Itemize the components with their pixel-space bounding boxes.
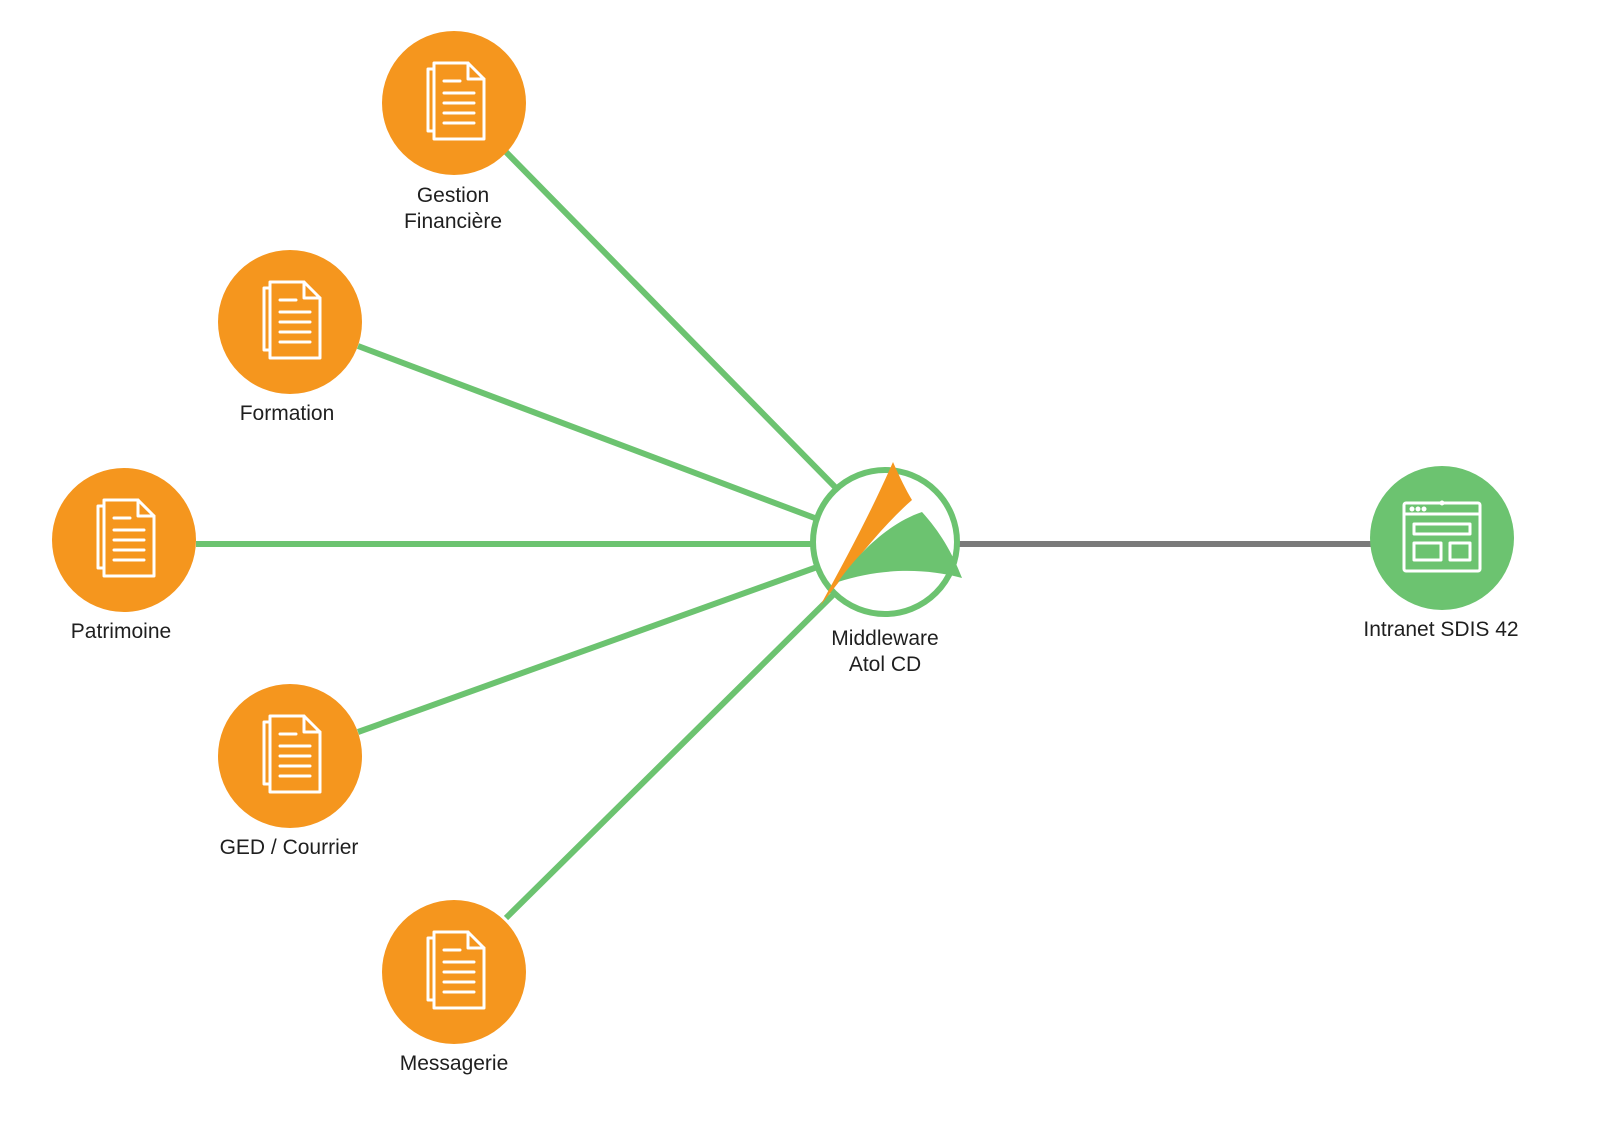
target-label: Intranet SDIS 42 [1363, 618, 1518, 641]
hub-label: Atol CD [849, 653, 921, 676]
document-icon [426, 61, 486, 141]
node-label: Patrimoine [71, 620, 171, 643]
connector-ged-courrier [356, 563, 822, 735]
document-icon [96, 498, 156, 578]
node-label: Gestion [417, 184, 489, 207]
document-icon [426, 930, 486, 1010]
source-node-messagerie: Messagerie [382, 900, 526, 1075]
node-label: Financière [404, 210, 502, 233]
document-icon [262, 714, 322, 794]
hub-label: Middleware [831, 627, 938, 650]
source-node-ged-courrier: GED / Courrier [218, 684, 362, 859]
connector-gestion-financiere [503, 149, 841, 493]
connectors [196, 149, 1372, 921]
document-icon [262, 280, 322, 360]
connector-formation [356, 343, 822, 523]
target-node-intranet: Intranet SDIS 42 [1363, 466, 1519, 641]
node-circle [1370, 466, 1514, 610]
atol-cd-logo-icon [820, 462, 962, 606]
node-label: Formation [240, 402, 335, 425]
source-node-patrimoine: Patrimoine [52, 468, 196, 643]
connector-messagerie [503, 587, 841, 921]
source-node-gestion-financiere: Gestion Financière [382, 31, 526, 233]
source-node-formation: Formation [218, 250, 362, 425]
node-label: Messagerie [400, 1052, 509, 1075]
node-label: GED / Courrier [220, 836, 359, 859]
hub-node-middleware: Middleware Atol CD [810, 462, 962, 676]
browser-window-icon [1402, 500, 1482, 573]
